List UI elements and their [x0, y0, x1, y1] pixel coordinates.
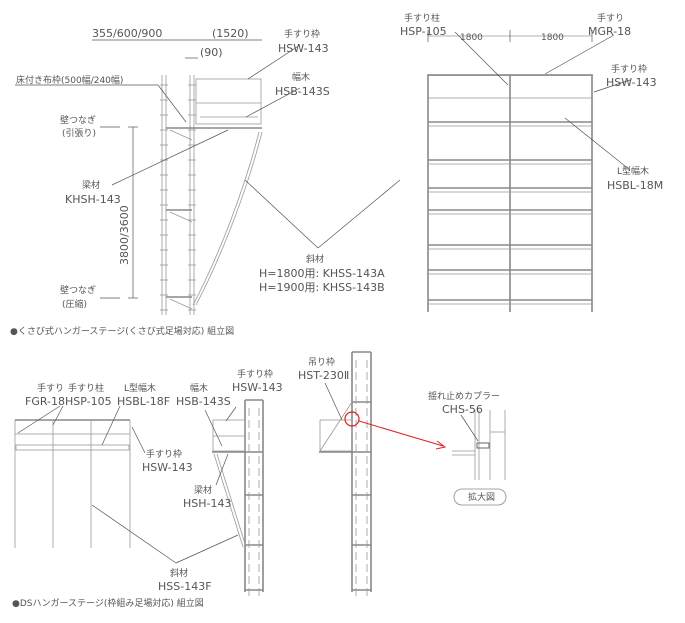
dim-90: (90): [200, 46, 223, 59]
label-toe-code: HSBL-18M: [607, 179, 663, 192]
label-deck: 床付き布枠(500幅/240幅): [16, 74, 123, 86]
dim-1520: (1520): [212, 27, 249, 40]
highlight-circle: [344, 411, 360, 427]
label-ds-post-code: HSP-105: [65, 395, 112, 408]
label-hsb-code: HSB-143S: [275, 85, 330, 98]
label-hsw-title: 手すり枠: [284, 28, 320, 40]
label-brace-b: H=1900用: KHSS-143B: [259, 281, 385, 294]
label-beam-title: 梁材: [82, 179, 100, 191]
caption-kusabi: ●くさび式ハンガーステージ(くさび式足場対応) 組立図: [10, 325, 234, 337]
label-ds-toe-title: L型幅木: [124, 382, 156, 394]
kusabi-front-view: [427, 30, 631, 312]
ds-front-view: [14, 405, 239, 564]
label-post-code: HSP-105: [400, 25, 447, 38]
caption-ds: ●DSハンガーステージ(枠組み足場対応) 組立図: [12, 597, 204, 609]
label-ds-hsw2-title: 手すり枠: [237, 368, 273, 380]
label-span-1: 1800: [460, 33, 483, 43]
label-beam-code: KHSH-143: [65, 193, 121, 206]
label-tie-tension-sub: (引張り): [62, 128, 96, 139]
label-ds-rail-code: FGR-18: [25, 395, 65, 408]
label-rail-code: MGR-18: [588, 25, 631, 38]
label-ds-beam-title: 梁材: [194, 484, 212, 496]
label-span-2: 1800: [541, 33, 564, 43]
label-ds-toe-code: HSBL-18F: [117, 395, 170, 408]
coupler-icon: [476, 442, 490, 449]
label-coupler-code: CHS-56: [442, 403, 483, 416]
label-ds-hsw2-code: HSW-143: [232, 381, 283, 394]
label-ds-hsw-title: 手すり枠: [146, 448, 182, 460]
label-tie-comp: 壁つなぎ: [60, 284, 96, 296]
label-hsb-title: 幅木: [292, 71, 310, 83]
label-rail-title: 手すり: [597, 12, 624, 24]
ds-side-view: [204, 399, 264, 596]
label-hsw-code: HSW-143: [278, 42, 329, 55]
label-hsw2-title: 手すり枠: [611, 63, 647, 75]
dim-height: 3800/3600: [118, 205, 131, 265]
label-ds-hsb-code: HSB-143S: [176, 395, 231, 408]
label-ds-brace-title: 斜材: [170, 567, 188, 579]
label-coupler-title: 揺れ止めカプラー: [428, 390, 500, 402]
arrow-head-icon: [435, 440, 447, 450]
enlarged-badge: [453, 488, 507, 506]
label-toe-title: L型幅木: [617, 165, 649, 177]
label-tie-tension: 壁つなぎ: [60, 114, 96, 126]
label-enlarged: 拡大図: [468, 491, 495, 503]
dim-width: 355/600/900: [92, 27, 162, 40]
ds-hanger-view: [319, 351, 506, 596]
label-ds-hsw-code: HSW-143: [142, 461, 193, 474]
kusabi-side-view: [15, 39, 401, 315]
label-ds-post-title: 手すり柱: [68, 382, 104, 394]
label-hanger-title: 吊り枠: [308, 356, 335, 368]
label-post-title: 手すり柱: [404, 12, 440, 24]
label-brace-title: 斜材: [306, 253, 324, 265]
label-brace-a: H=1800用: KHSS-143A: [259, 267, 385, 280]
label-ds-beam-code: HSH-143: [183, 497, 232, 510]
label-hanger-code: HST-230Ⅱ: [298, 369, 349, 382]
label-ds-brace-code: HSS-143F: [158, 580, 212, 593]
label-ds-hsb-title: 幅木: [190, 382, 208, 394]
label-hsw2-code: HSW-143: [606, 76, 657, 89]
label-ds-rail-title: 手すり: [37, 382, 64, 394]
label-tie-comp-sub: (圧縮): [62, 298, 87, 310]
